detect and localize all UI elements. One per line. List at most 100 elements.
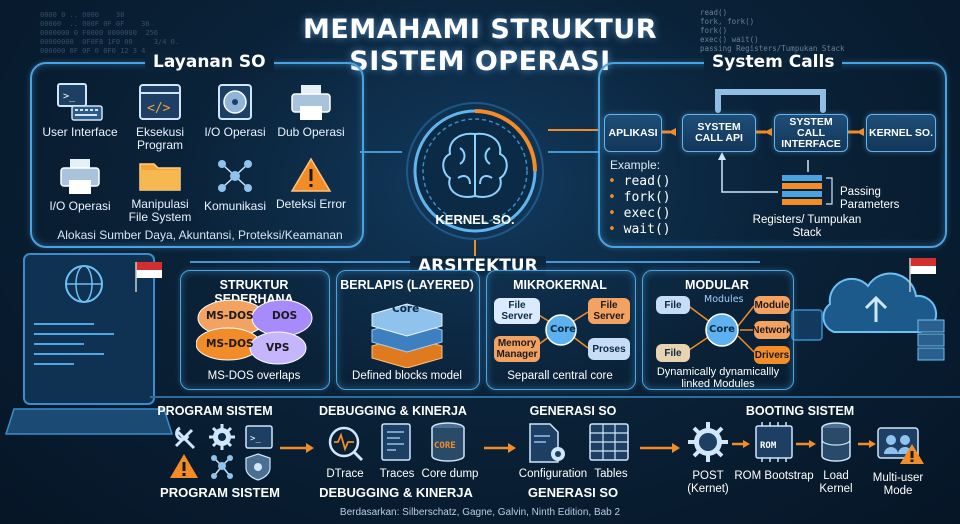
gen-label-tables: Tables	[594, 468, 628, 480]
modular-node-drivers: Drivers	[754, 346, 790, 364]
gear-icon	[209, 424, 235, 450]
services-footer: Alokasi Sumber Daya, Akuntansi, Proteksi…	[57, 228, 343, 242]
service-communication: Komunikasi	[200, 156, 270, 213]
modular-node-file-2: File	[656, 344, 690, 362]
brain-chip-icon	[406, 102, 544, 240]
passing-parameters-label: Passing Parameters	[840, 186, 900, 211]
core-dump-text: CORE	[434, 441, 456, 451]
micro-links	[533, 311, 589, 349]
debug-label-traces: Traces	[379, 468, 415, 480]
kernel-database-icon	[821, 422, 851, 462]
core-dump-icon	[431, 422, 465, 462]
network-icon	[218, 160, 252, 192]
warning-icon	[290, 157, 332, 192]
service-dub-operation: Dub Operasi	[272, 82, 350, 139]
service-io-operation: I/O Operasi	[200, 82, 270, 139]
modular-modules-label: Modules	[704, 294, 744, 305]
syscall-example-label: Example:	[610, 158, 661, 172]
syscall-flow-arrows	[656, 89, 864, 205]
debugging-subtitle: DEBUGGING & KINERJA	[319, 485, 473, 500]
boot-label-multiuser: Multi-user Mode	[872, 472, 924, 497]
debugging-icons	[328, 422, 465, 462]
generasi-subtitle: GENERASI SO	[527, 485, 619, 500]
booting-title: BOOTING SISTEM	[745, 404, 855, 418]
generasi-icons	[529, 423, 629, 463]
arch-modular-title: MODULAR	[685, 278, 749, 292]
service-file-system: Manipulasi File System	[122, 156, 198, 224]
simple-node-msdos-2: MS-DOS	[206, 338, 254, 350]
service-program-execution: </> Eksekusi Program	[122, 82, 198, 152]
program-sistem-subtitle: PROGRAM SISTEM	[160, 485, 280, 500]
keyboard-terminal-icon: >_	[57, 83, 103, 121]
svg-text:>_: >_	[250, 434, 261, 444]
svg-text:</>: </>	[147, 101, 171, 116]
disc-drive-icon	[218, 84, 252, 120]
source-citation: Berdasarkan: Silberschatz, Gagne, Galvin…	[339, 507, 621, 518]
kernel-label: KERNEL SO.	[435, 212, 515, 227]
modular-node-core: Core	[709, 324, 735, 335]
printer-icon	[291, 85, 331, 120]
terminal-icon: >_	[245, 425, 273, 449]
dtrace-icon	[328, 426, 364, 462]
boot-label-rom: ROM Bootstrap	[734, 470, 814, 482]
syscalls-title: System Calls	[704, 52, 843, 72]
arch-micro-title: MIKROKERNAL	[513, 278, 607, 292]
layered-core-label: Core	[392, 303, 420, 315]
micro-node-core: Core	[550, 324, 576, 335]
post-gear-icon	[688, 422, 728, 462]
syscall-box-app: APLIKASI	[604, 114, 662, 152]
generasi-title: GENERASI SO	[529, 404, 617, 418]
modular-node-file-1: File	[656, 296, 690, 314]
config-file-icon	[529, 423, 565, 463]
arch-modular-caption: Dynamically dynamicallly linked Modules	[656, 366, 780, 390]
architecture-title: ARSITEKTUR	[410, 256, 546, 276]
table-icon	[589, 423, 629, 461]
arch-modular-panel	[642, 270, 794, 390]
svg-text:>_: >_	[63, 91, 76, 102]
arch-simple-caption: MS-DOS overlaps	[207, 370, 301, 382]
booting-icons	[688, 422, 924, 464]
arch-layered-title: BERLAPIS (LAYERED)	[340, 278, 474, 292]
service-error-detection: Deteksi Error	[272, 156, 350, 211]
rom-chip-text: ROM	[760, 441, 777, 451]
service-user-interface: >_ User Interface	[40, 82, 120, 139]
rom-chip-icon	[755, 422, 793, 462]
simple-structure-venn	[196, 299, 313, 365]
traces-icon	[381, 423, 411, 461]
main-title: MEMAHAMI STRUKTUR SISTEM OPERASI	[302, 14, 657, 77]
services-title: Layanan SO	[145, 52, 274, 72]
registers-label: Registers/ Tumpukan Stack	[752, 214, 862, 239]
background-code: 0000 0 .. 0000 38 00000 .. 000F 0F 0F 36…	[40, 11, 180, 55]
debugging-title: DEBUGGING & KINERJA	[319, 404, 467, 418]
syscall-box-interface: SYSTEM CALL INTERFACE	[774, 114, 848, 152]
micro-node-memory: Memory Manager	[494, 336, 540, 362]
boot-label-post: POST (Kernet)	[687, 470, 729, 495]
bottom-divider	[150, 396, 960, 398]
simple-node-msdos: MS-DOS	[206, 310, 254, 322]
warning-icon	[170, 454, 198, 478]
shield-gear-icon	[245, 453, 271, 481]
service-io-operation-2: I/O Operasi	[40, 156, 120, 213]
program-sistem-title: PROGRAM SISTEM	[157, 404, 273, 418]
boot-label-kernel: Load Kernel	[819, 470, 853, 495]
syscall-snippet: read() fork, fork() fork() exec() wait()…	[700, 8, 845, 53]
arch-layered-panel	[336, 270, 480, 390]
network-icon	[211, 455, 233, 479]
printer-icon	[60, 159, 100, 194]
modular-node-module: Module	[754, 296, 790, 314]
simple-node-vps: VPS	[266, 342, 290, 354]
modular-node-network: Network	[752, 321, 792, 339]
debug-label-dtrace: DTrace	[326, 468, 364, 480]
arch-micro-panel	[486, 270, 636, 390]
syscall-example-list: • read() • fork() • exec() • wait()	[608, 174, 671, 237]
tools-icon	[174, 426, 196, 450]
gen-label-config: Configuration	[518, 468, 588, 480]
syscall-box-kernel: KERNEL SO.	[866, 114, 936, 152]
micro-node-process: Proses	[588, 338, 630, 360]
syscall-box-api: SYSTEM CALL API	[682, 114, 756, 152]
arch-layered-caption: Defined blocks model	[352, 370, 462, 382]
code-window-icon: </>	[139, 84, 181, 120]
modular-links	[685, 303, 756, 353]
arch-micro-caption: Separall central core	[507, 370, 613, 382]
program-sistem-icons: >_	[170, 424, 273, 481]
